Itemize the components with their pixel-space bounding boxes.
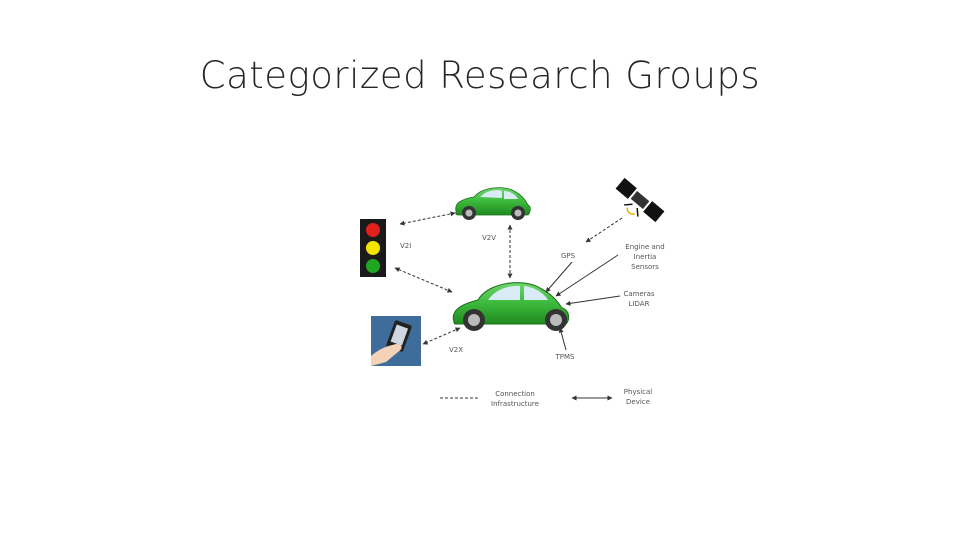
gps-label: GPS bbox=[561, 252, 576, 260]
legend-solid-label-2: Device bbox=[626, 398, 650, 406]
tpms-to-car-arrow bbox=[558, 327, 567, 351]
legend-dashed-label-2: Infrastructure bbox=[491, 400, 539, 408]
legend-dashed-label-1: Connection bbox=[495, 390, 535, 398]
v2x-label: V2X bbox=[449, 346, 463, 354]
v2x-arrow bbox=[422, 327, 461, 345]
top-car-icon bbox=[455, 187, 531, 220]
engine-label-2: Inertia bbox=[634, 253, 657, 261]
v2v-label: V2V bbox=[482, 234, 496, 242]
connection-arrows bbox=[394, 211, 623, 345]
cameras-label-2: LIDAR bbox=[629, 300, 650, 308]
slide-title: Categorized Research Groups bbox=[199, 54, 761, 97]
engine-label-1: Engine and bbox=[625, 243, 664, 251]
tpms-label: TPMS bbox=[555, 353, 576, 361]
legend: Connection Infrastructure Physical Devic… bbox=[440, 388, 652, 408]
satellite-icon bbox=[615, 177, 665, 223]
v2i-label: V2I bbox=[400, 242, 411, 250]
phone-in-hand-icon bbox=[371, 316, 421, 366]
legend-solid-label-1: Physical bbox=[624, 388, 653, 396]
cameras-to-car-arrow bbox=[565, 295, 621, 306]
v2i-main-arrow bbox=[394, 267, 453, 293]
physical-arrows bbox=[545, 254, 621, 351]
traffic-light-icon bbox=[360, 219, 386, 277]
engine-to-car-arrow bbox=[555, 254, 619, 297]
gps-to-car-arrow bbox=[545, 261, 573, 293]
v2i-top-arrow bbox=[399, 211, 456, 226]
main-car-icon bbox=[452, 282, 570, 331]
engine-label-3: Sensors bbox=[631, 263, 659, 271]
cameras-label-1: Cameras bbox=[623, 290, 654, 298]
gps-arrow bbox=[585, 217, 623, 243]
